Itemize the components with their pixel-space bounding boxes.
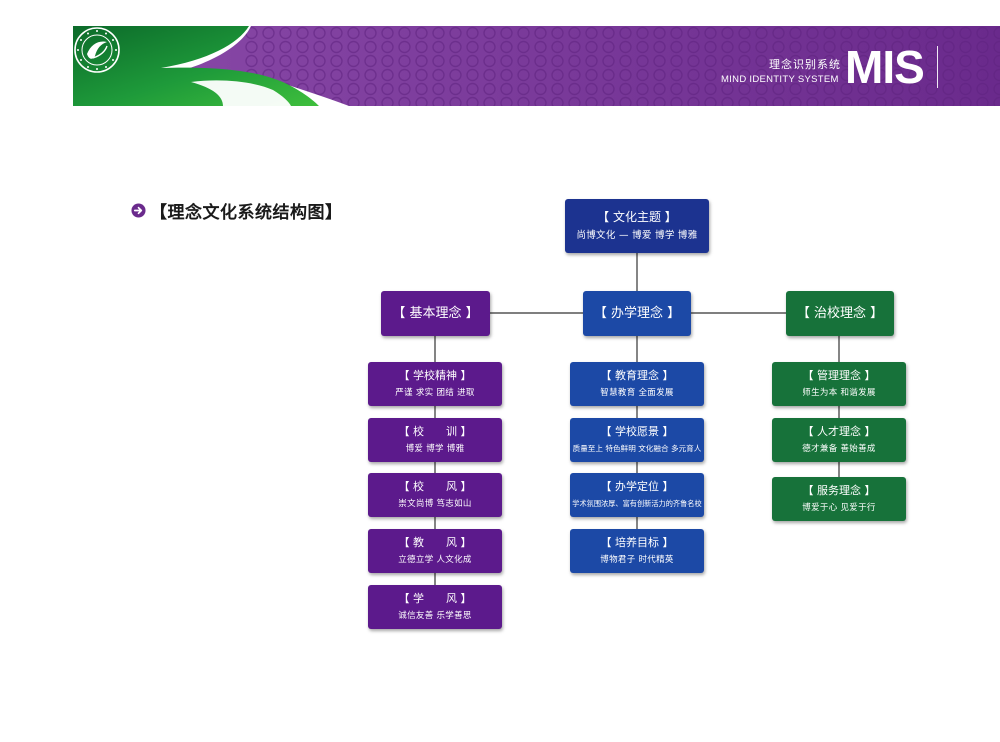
node-talent-concept: 【 人才理念 】 德才兼备 善始善成 — [772, 418, 906, 462]
node-text: 博物君子 时代精英 — [600, 555, 674, 565]
node-title: 【 服务理念 】 — [802, 484, 876, 497]
node-text: 师生为本 和谐发展 — [802, 388, 876, 398]
node-title: 【 学校精神 】 — [398, 369, 472, 382]
node-basic-concept: 【 基本理念 】 — [381, 291, 490, 336]
node-text: 学术氛围浓厚、富有创新活力的齐鲁名校 — [572, 499, 702, 508]
node-title: 【 校 风 】 — [398, 480, 472, 493]
node-text: 智慧教育 全面发展 — [600, 388, 674, 398]
node-text: 博爱于心 见爱于行 — [802, 503, 876, 513]
header-divider — [937, 46, 938, 88]
node-school-ethos: 【 校 风 】 崇文尚博 笃志如山 — [368, 473, 502, 517]
banner-background — [73, 26, 1000, 106]
node-culture-theme: 【 文化主题 】 尚博文化 — 博爱 博学 博雅 — [565, 199, 709, 253]
node-title: 【 教育理念 】 — [600, 369, 674, 382]
node-text: 德才兼备 善始善成 — [802, 444, 876, 454]
node-education-concept: 【 教育理念 】 智慧教育 全面发展 — [570, 362, 704, 406]
node-service-concept: 【 服务理念 】 博爱于心 见爱于行 — [772, 477, 906, 521]
node-text: 严谨 求实 团结 进取 — [395, 388, 475, 398]
section-title: 【理念文化系统结构图】 — [150, 203, 343, 223]
node-text: 诚信友善 乐学善思 — [398, 611, 472, 621]
node-study-ethos: 【 学 风 】 诚信友善 乐学善思 — [368, 585, 502, 629]
category-title: 【 治校理念 】 — [796, 305, 884, 321]
node-text: 博爱 博学 博雅 — [405, 444, 465, 454]
node-title: 【 学校愿景 】 — [600, 425, 674, 438]
arrow-right-circle-icon — [131, 203, 146, 218]
node-title: 【 培养目标 】 — [600, 536, 674, 549]
category-title: 【 基本理念 】 — [392, 305, 479, 321]
header-banner: 理念识别系统 MIND IDENTITY SYSTEM MIS — [73, 26, 1000, 106]
node-school-motto: 【 校 训 】 博爱 博学 博雅 — [368, 418, 502, 462]
node-school-spirit: 【 学校精神 】 严谨 求实 团结 进取 — [368, 362, 502, 406]
node-title: 【 办学定位 】 — [600, 480, 674, 493]
system-name-cn: 理念识别系统 — [769, 58, 841, 71]
node-text: 尚博文化 — 博爱 博学 博雅 — [576, 230, 698, 241]
node-title: 【 校 训 】 — [398, 425, 472, 438]
node-teaching-ethos: 【 教 风 】 立德立学 人文化成 — [368, 529, 502, 573]
node-text: 崇文尚博 笃志如山 — [398, 499, 472, 509]
node-title: 【 人才理念 】 — [802, 425, 876, 438]
node-text: 质量至上 特色鲜明 文化融合 多元育人 — [572, 444, 702, 453]
node-school-vision: 【 学校愿景 】 质量至上 特色鲜明 文化融合 多元育人 — [570, 418, 704, 462]
node-title: 【 管理理念 】 — [802, 369, 876, 382]
node-training-goal: 【 培养目标 】 博物君子 时代精英 — [570, 529, 704, 573]
section-heading: 【理念文化系统结构图】 — [131, 198, 343, 223]
node-title: 【 文化主题 】 — [597, 210, 677, 224]
node-title: 【 教 风 】 — [398, 536, 472, 549]
node-text: 立德立学 人文化成 — [398, 555, 472, 565]
node-school-positioning: 【 办学定位 】 学术氛围浓厚、富有创新活力的齐鲁名校 — [570, 473, 704, 517]
node-title: 【 学 风 】 — [398, 592, 472, 605]
node-management-concept: 【 管理理念 】 师生为本 和谐发展 — [772, 362, 906, 406]
school-seal-logo — [74, 27, 120, 73]
category-title: 【 办学理念 】 — [593, 305, 681, 321]
node-school-running-concept: 【 办学理念 】 — [583, 291, 691, 336]
node-governance-concept: 【 治校理念 】 — [786, 291, 894, 336]
system-code: MIS — [845, 41, 925, 93]
system-name-en: MIND IDENTITY SYSTEM — [721, 74, 839, 85]
